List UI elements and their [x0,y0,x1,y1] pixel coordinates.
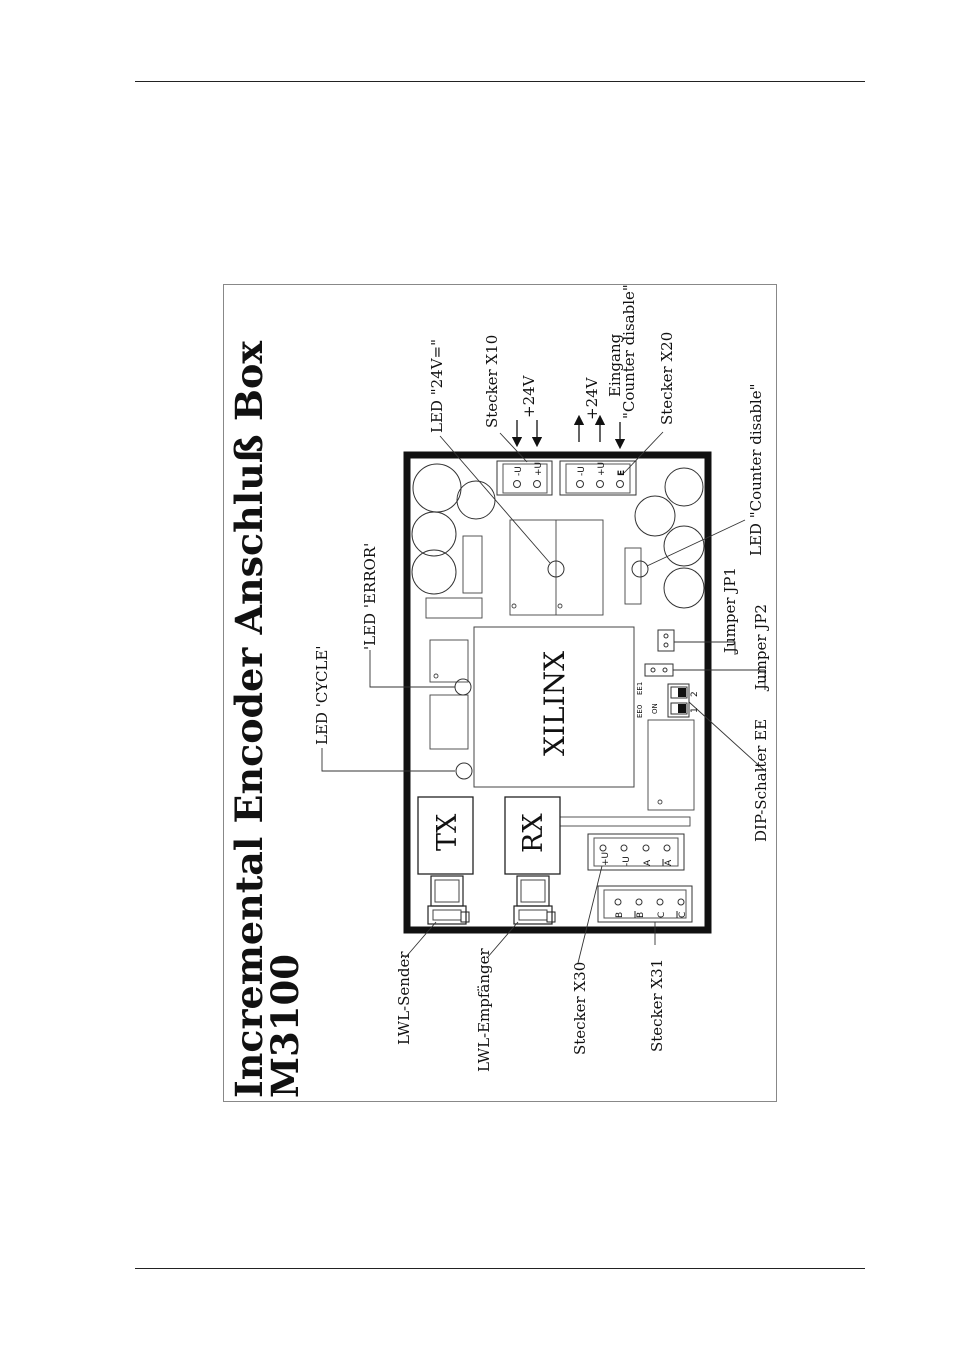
led-cycle [455,762,473,780]
ic-small-2 [429,639,469,683]
x10-pin-2: +U [534,462,544,476]
label-led-error: 'LED 'ERROR' [361,543,379,650]
resistor-array [462,535,483,594]
leader-jumper-jp2 [673,669,766,690]
figure-frame [223,284,777,1102]
leader-led-counter [646,519,746,567]
label-lwl-sender: LWL-Sender [395,951,413,1045]
label-stecker-x31: Stecker X31 [648,959,666,1052]
connector-x20: -U +U E [559,460,637,496]
dip-num-1: 1 [690,707,700,713]
ic-small-1 [425,597,483,619]
dip-ee1: EE1 [636,682,644,695]
label-stecker-x20: Stecker X20 [658,332,676,425]
leader-led-error [369,650,455,688]
label-jumper-jp2: Jumper JP2 [752,604,770,692]
leader-lwl-empfaenger [486,921,519,959]
label-jumper-jp1: Jumper JP1 [721,567,739,655]
diagram-model: M3100 [263,954,307,1098]
connector-x10: -U +U [496,460,553,496]
ic-right [647,719,695,811]
x30-pin-2: -U [622,856,632,866]
label-stecker-x30: Stecker X30 [571,962,589,1055]
x10-pin-1: -U [514,466,524,476]
connector-x30: +U -U A A [587,833,685,871]
tx-label: TX [432,813,463,851]
xilinx-label: XILINX [538,651,571,756]
dip-num-2: 2 [690,691,700,697]
x31-pin-1: B [615,912,625,918]
x20-pin-2: +U [597,462,607,476]
x20-pin-1: -U [577,466,587,476]
footer-rule [135,1268,865,1269]
x31-pin-2: B [636,912,646,918]
label-led-counter-disable: LED "Counter disable" [747,384,765,557]
leader-led-24v [439,435,551,564]
label-lwl-empfaenger: LWL-Empfänger [475,947,493,1072]
label-stecker-x10: Stecker X10 [483,335,501,428]
label-eingang: Eingang [606,333,624,397]
diagram-title: Incremental Encoder Anschluß Box [227,340,271,1098]
led-24v [547,560,565,578]
capacitors [411,463,705,609]
dip-ee0: EE0 [636,705,644,718]
leader-stecker-x30 [577,865,603,964]
tx-transmitter [417,796,474,925]
connector-x31: B B C C [597,885,693,923]
rx-label: RX [518,813,549,853]
led-error [454,678,472,696]
header-rule [135,81,865,82]
jumpers [644,629,675,677]
component-strip [624,547,642,605]
jumper-jp1 [657,629,675,652]
x30-pin-1: +U [601,852,611,866]
dip-switch: 2 1 ON EE1 EE0 [636,682,700,718]
xilinx-chip [473,626,635,788]
ic-small-3 [429,694,469,750]
x20-pin-3: E [617,470,627,476]
leader-led-cycle [321,748,455,772]
x30-pin-4: A [664,859,674,866]
pcb-board [403,451,712,934]
leader-lines [321,431,766,964]
label-24v-in: +24V [520,374,538,418]
leader-dip [688,701,765,771]
leader-stecker-x20 [623,431,664,474]
header-strip [559,816,691,827]
label-dip-schalter: DIP-Schalter EE [752,719,770,842]
label-led-cycle: LED 'CYCLE' [313,646,331,745]
x31-pin-3: C [657,912,667,918]
jumper-jp2 [644,663,674,677]
rx-receiver [504,796,561,925]
dip-on: ON [651,703,659,714]
label-24v-out: +24V [583,376,601,420]
label-counter-disable-in: "Counter disable" [620,284,638,419]
label-led-24v: LED "24V=" [428,339,446,433]
led-counter-disable [631,560,649,578]
leader-stecker-x10 [499,432,528,463]
leader-jumper-jp1 [674,641,736,655]
x30-pin-3: A [643,859,653,866]
regulator-block [509,519,604,616]
arrows [511,414,626,450]
leader-lwl-sender [404,921,437,959]
x31-pin-4: C [678,912,688,918]
